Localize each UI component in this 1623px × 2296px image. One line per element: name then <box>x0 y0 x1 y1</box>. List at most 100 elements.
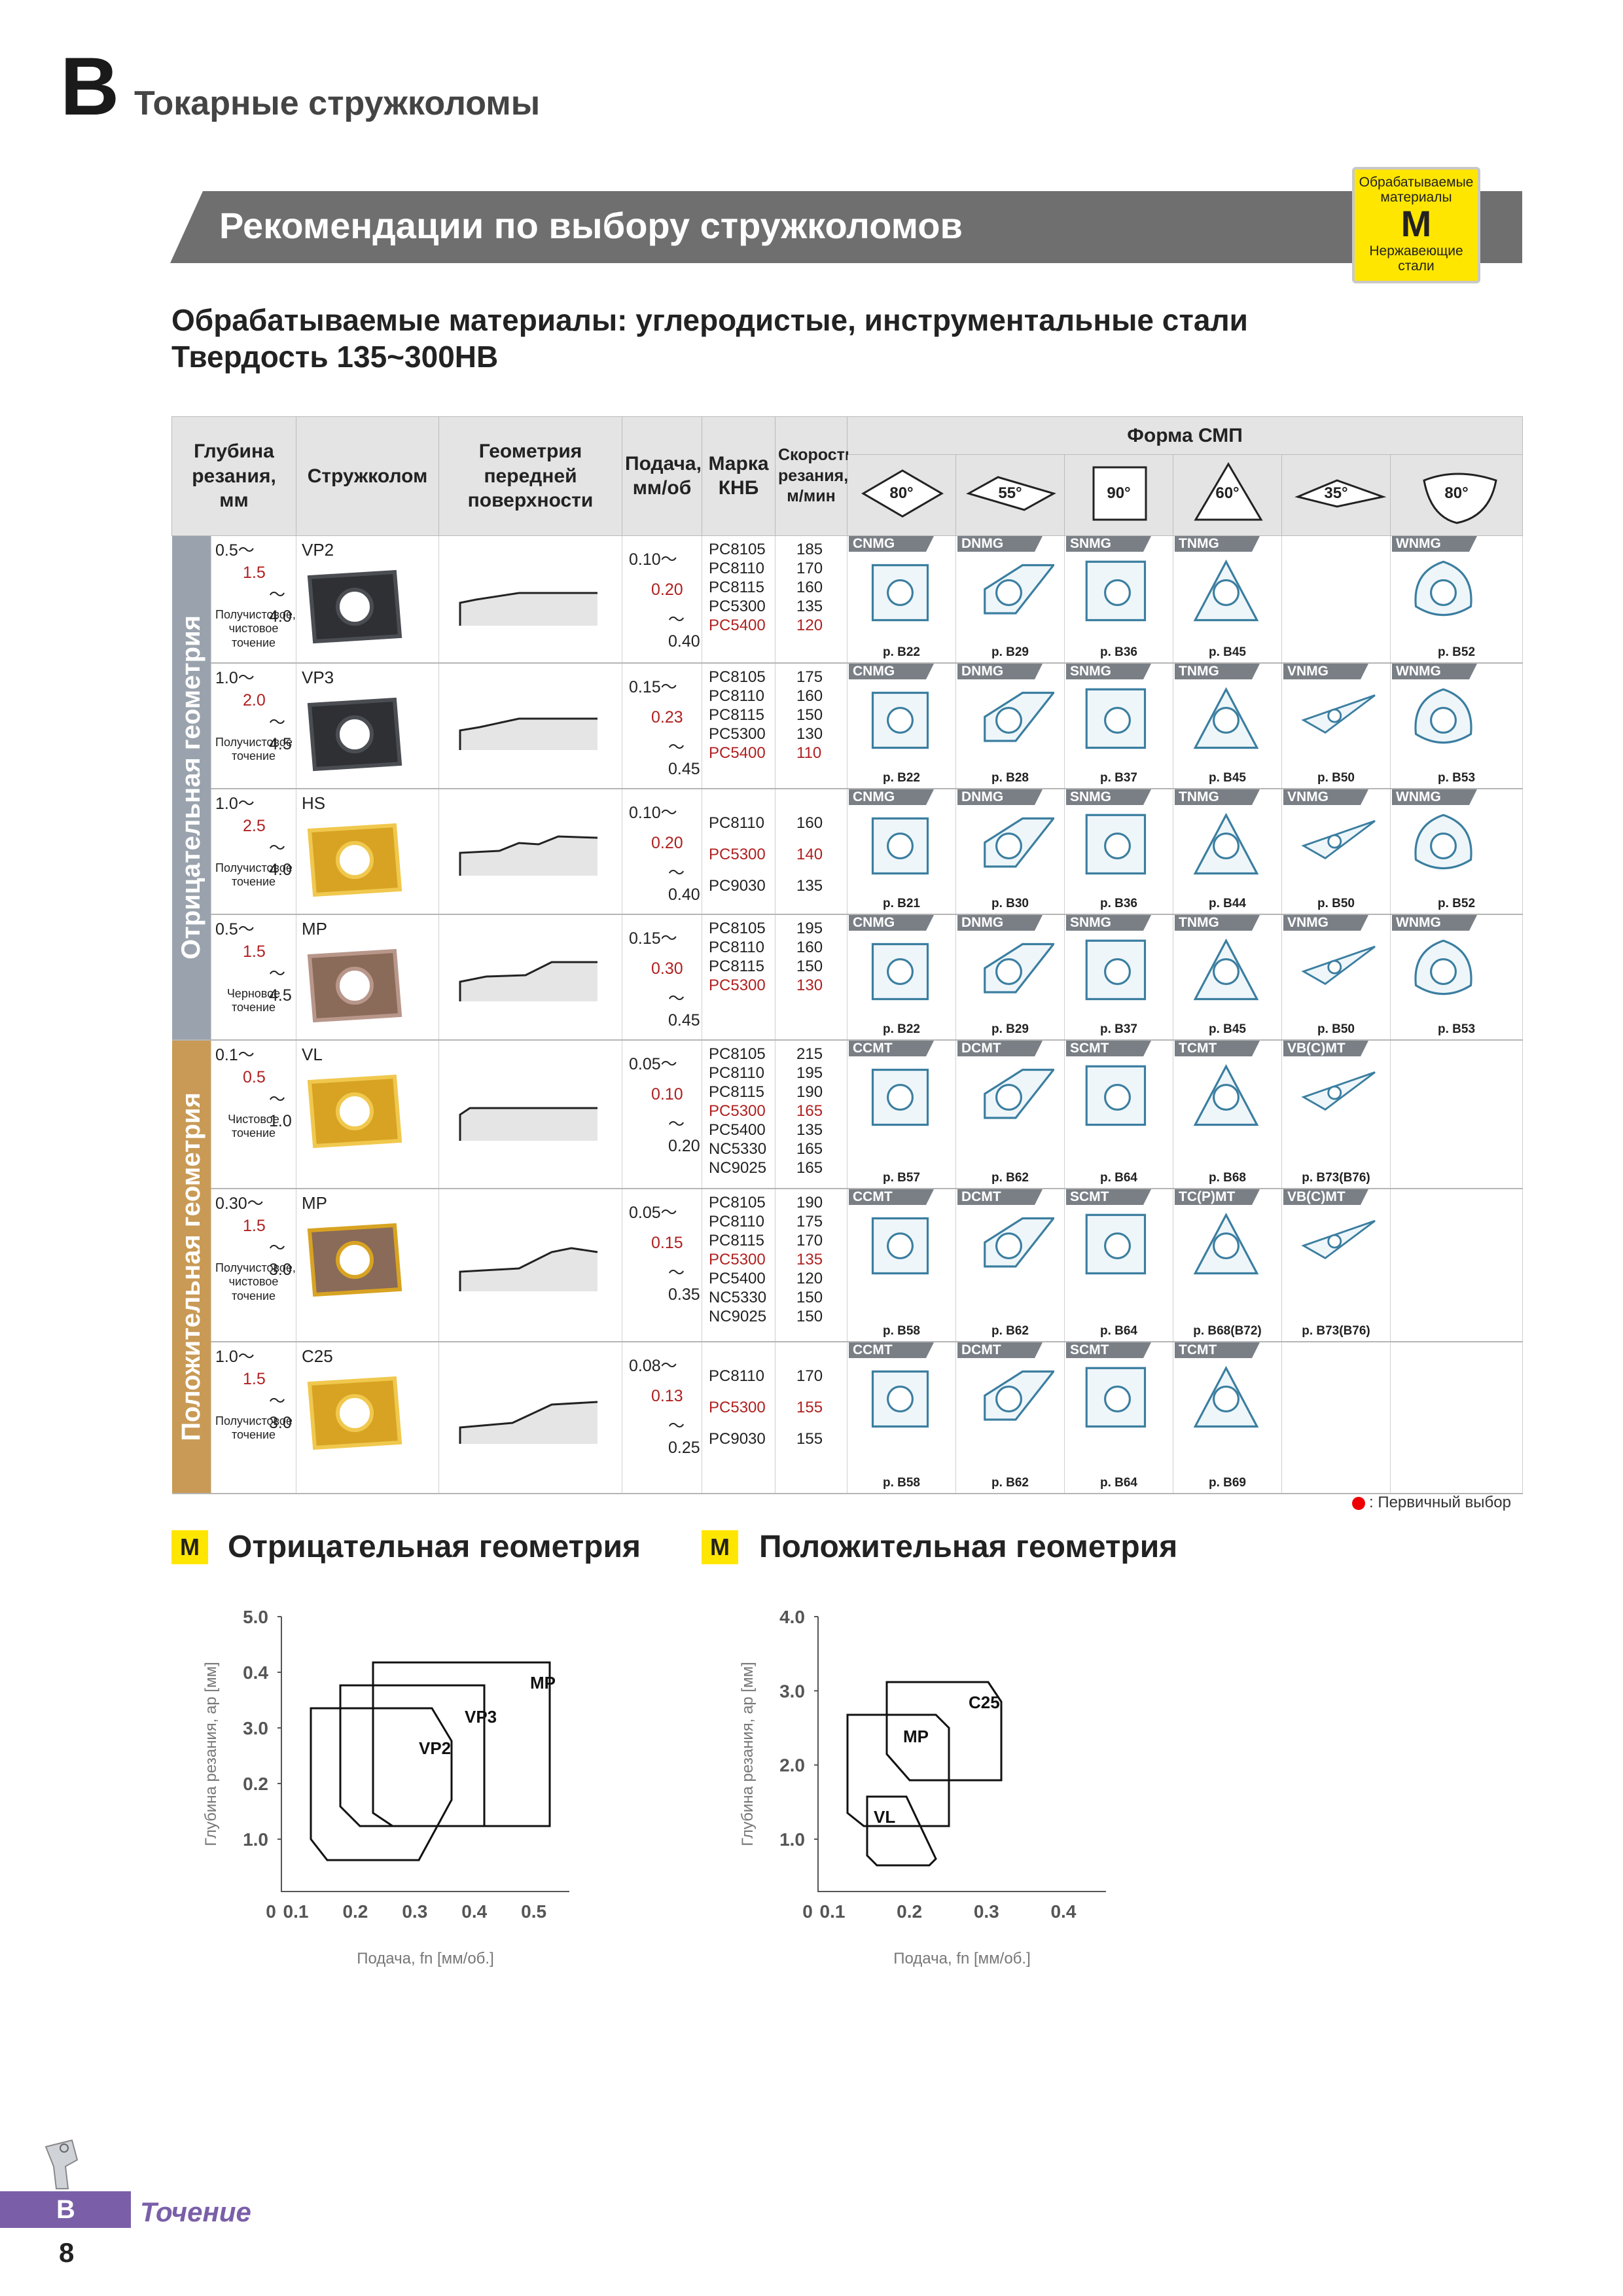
y-tick-label: 5.0 <box>243 1607 268 1627</box>
insert-photo <box>307 948 402 1022</box>
section-title: Токарные стружколомы <box>134 84 541 122</box>
chart2-badge: M <box>702 1530 738 1564</box>
insert-shape-cell: TNMG p. B44 <box>1173 788 1282 915</box>
speed-item: 135 <box>796 876 823 895</box>
grade-item: PC5300 <box>709 725 766 743</box>
feed-rec: 0.23 <box>651 708 683 726</box>
feed-rec: 0.15 <box>651 1233 683 1252</box>
insert-drawing-icon <box>1301 819 1376 859</box>
grade-item: PC8115 <box>709 957 764 975</box>
series-region-vp2 <box>310 1707 453 1861</box>
x-tick-label: 0.3 <box>402 1901 427 1922</box>
page-reference: p. B45 <box>1208 1022 1247 1036</box>
x-tick-label: 0 <box>802 1901 813 1922</box>
feed-range: 0.10～ 0.20 ～0.40 <box>622 789 702 909</box>
depth-max: ～4.5 <box>269 713 292 754</box>
depth-max: ～3.0 <box>269 1391 292 1433</box>
shape-angle-header: 90° <box>1064 454 1173 536</box>
insert-outline-icon <box>966 476 1056 511</box>
insert-shape-cell: CCMT p. B57 <box>847 1039 956 1189</box>
group-label: Положительная геометрия <box>176 1092 205 1441</box>
material-badge-letter: M <box>1400 203 1432 245</box>
insert-shape-cell: SNMG p. B37 <box>1064 914 1173 1041</box>
insert-code: WNMG <box>1392 789 1477 805</box>
grade-item: PC5300 <box>709 1250 766 1268</box>
depth-note: Чистовое точение <box>228 1112 279 1140</box>
depth-rec: 1.5 <box>243 942 266 961</box>
y-tick-label: 1.0 <box>243 1829 268 1850</box>
banner-title: Рекомендации по выбору стружколомов <box>219 205 963 246</box>
grade-item: PC8105 <box>709 1045 766 1063</box>
insert-drawing-icon <box>984 1217 1054 1268</box>
footer-section-name: Точение <box>140 2197 251 2227</box>
insert-drawing-icon <box>984 817 1054 868</box>
speed-item: 165 <box>796 1158 823 1177</box>
series-region-vl <box>866 1795 937 1867</box>
page-reference: p. B50 <box>1317 770 1355 785</box>
insert-shape-cell: TCMT p. B68 <box>1173 1039 1282 1189</box>
grade-item: PC8105 <box>709 919 766 937</box>
insert-shape-cell: DNMG p. B30 <box>955 788 1065 915</box>
depth-min: 1.0～ <box>215 794 255 813</box>
insert-drawing-icon <box>871 817 929 874</box>
speed-item: 150 <box>796 957 823 975</box>
insert-photo <box>307 1376 402 1450</box>
depth-min: 0.1～ <box>215 1045 255 1064</box>
insert-drawing-icon <box>1085 939 1147 1000</box>
table-row: Отрицательная геометрия 0.5～ 1.5 ～4.0 По… <box>171 535 1524 1041</box>
x-tick-label: 0.1 <box>283 1901 309 1922</box>
insert-code: SNMG <box>1066 535 1151 552</box>
material-badge-top: Обрабатываемые материалы <box>1359 175 1474 206</box>
page-reference: p. B21 <box>882 896 921 910</box>
speed-item: 170 <box>796 1231 823 1249</box>
depth-rec: 2.0 <box>243 691 266 709</box>
insert-shape-cell: VNMG p. B50 <box>1281 788 1391 915</box>
rake-profile <box>459 1107 597 1141</box>
feed-range: 0.15～ 0.23 ～0.45 <box>622 664 702 783</box>
chart1-badge: M <box>171 1530 208 1564</box>
rake-profile <box>459 834 598 876</box>
page-reference: p. B22 <box>882 1022 921 1036</box>
header-speed: Скорость резания, м/мин <box>775 416 855 536</box>
insert-code: TNMG <box>1175 914 1260 931</box>
speed-item: 175 <box>796 1212 823 1230</box>
insert-drawing-icon <box>1301 694 1376 734</box>
insert-drawing-icon <box>984 691 1054 742</box>
chart1-title: Отрицательная геометрия <box>228 1530 641 1564</box>
insert-outline-icon <box>861 469 944 518</box>
insert-drawing-icon <box>984 564 1054 615</box>
insert-shape-cell: DNMG p. B29 <box>955 914 1065 1041</box>
grade-item: PC8105 <box>709 540 766 558</box>
depth-note: Получистовое, чистовое точение <box>215 1261 296 1302</box>
material-badge-bottom: Нержавеющие стали <box>1369 243 1463 274</box>
speed-item: 195 <box>796 1064 823 1082</box>
page-reference: p. B57 <box>882 1170 921 1185</box>
header-grade: Марка КНБ <box>702 416 776 536</box>
speed-item: 135 <box>796 597 823 615</box>
rake-profile <box>459 961 597 1001</box>
grade-item: PC8110 <box>709 1064 764 1082</box>
group-label: Отрицательная геометрия <box>176 615 205 960</box>
grade-item: PC5400 <box>709 1121 766 1139</box>
depth-max: ～3.0 <box>269 1238 292 1280</box>
insert-shape-cell <box>1390 1188 1524 1342</box>
feed-max: ～0.40 <box>668 610 700 651</box>
series-region-mp <box>372 1661 551 1827</box>
insert-shape-cell: CCMT p. B58 <box>847 1188 956 1342</box>
series-label: VL <box>874 1807 895 1827</box>
page-reference: p. B62 <box>991 1475 1029 1490</box>
insert-shape-cell <box>1390 1039 1524 1189</box>
insert-code: SNMG <box>1066 789 1151 805</box>
grade-item: NC9025 <box>709 1307 767 1325</box>
insert-drawing-icon <box>871 942 929 1000</box>
page-reference: p. B22 <box>882 770 921 785</box>
breaker-name: C25 <box>302 1346 333 1366</box>
speed-item: 150 <box>796 706 823 724</box>
insert-code: SCMT <box>1066 1342 1151 1358</box>
speed-item: 190 <box>796 1083 823 1101</box>
feed-max: ～0.20 <box>668 1115 700 1156</box>
